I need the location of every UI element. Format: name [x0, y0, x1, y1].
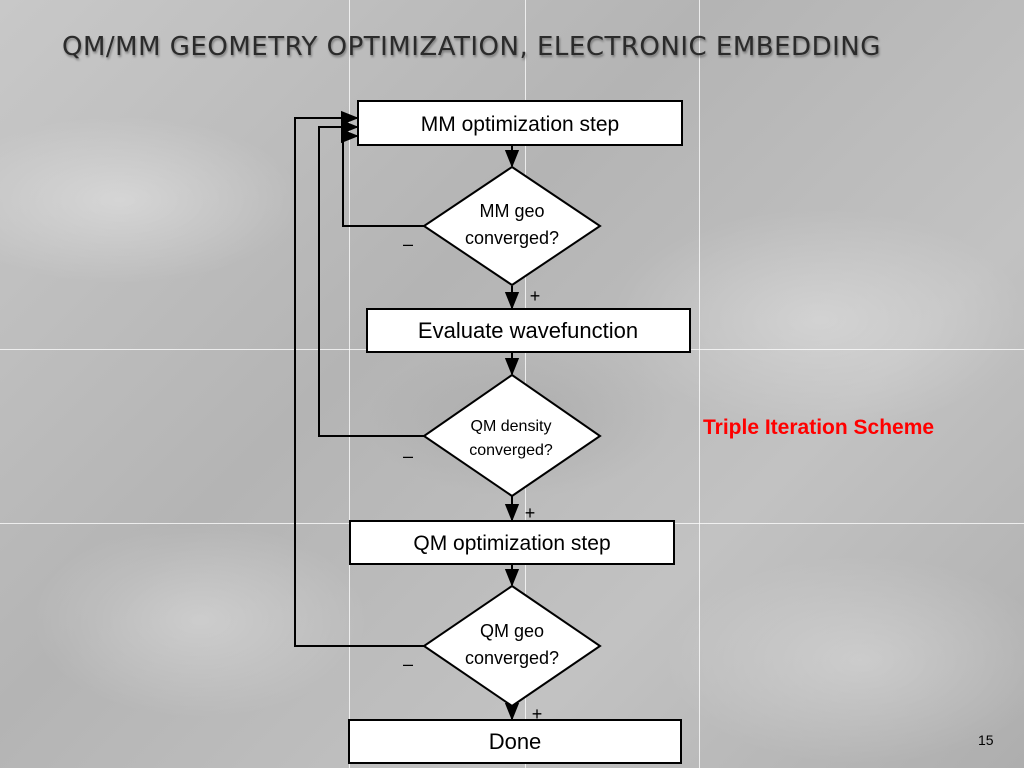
qm-step-label: QM optimization step — [413, 532, 610, 555]
yes-sign: + — [532, 704, 543, 724]
loop-connector-qm-geo — [294, 110, 424, 647]
mm-step-label: MM optimization step — [421, 113, 619, 136]
decision-mm-geo-line-2: converged? — [465, 228, 559, 248]
triple-iteration-annotation: Triple Iteration Scheme — [703, 416, 935, 439]
process-box-mm-optimization: MM optimization step — [357, 100, 683, 146]
loop-connector-qm-density — [318, 119, 424, 437]
no-sign: – — [403, 654, 413, 674]
grid-line — [349, 0, 350, 768]
decision-qm-geo: QM geo converged? — [422, 584, 602, 708]
decision-qm-density-line-1: QM density — [471, 418, 552, 435]
page-number: 15 — [978, 732, 994, 748]
process-box-done: Done — [348, 719, 682, 764]
decision-qm-geo-line-2: converged? — [465, 648, 559, 668]
process-box-evaluate-wavefunction: Evaluate wavefunction — [366, 308, 691, 353]
decision-mm-geo: MM geo converged? — [422, 165, 602, 287]
decision-qm-geo-line-1: QM geo — [480, 621, 544, 641]
decision-qm-density: QM density converged? — [422, 373, 602, 498]
evaluate-label: Evaluate wavefunction — [418, 318, 638, 343]
slide-title: QM/MM GEOMETRY OPTIMIZATION, ELECTRONIC … — [62, 32, 881, 62]
decision-qm-density-line-2: converged? — [469, 442, 553, 459]
process-box-qm-optimization: QM optimization step — [349, 520, 675, 565]
loop-connector-mm-geo — [340, 128, 424, 227]
decision-mm-geo-line-1: MM geo — [479, 201, 544, 221]
yes-sign: + — [525, 503, 536, 523]
yes-sign: + — [530, 286, 541, 306]
done-label: Done — [489, 729, 542, 754]
no-sign: – — [403, 234, 413, 254]
no-sign: – — [403, 446, 413, 466]
grid-line — [699, 0, 700, 768]
